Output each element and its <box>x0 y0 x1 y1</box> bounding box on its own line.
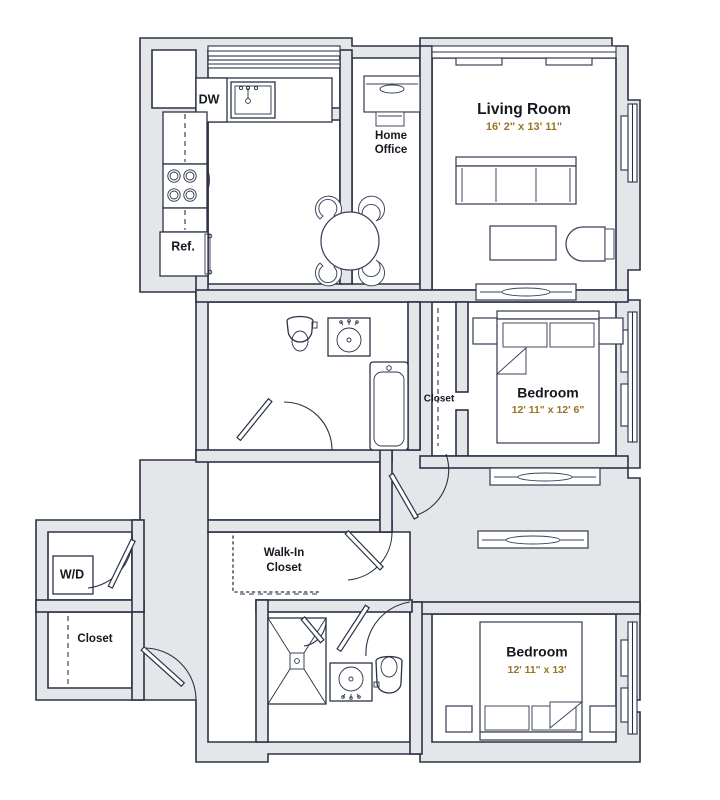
bedroom1-dresser <box>489 467 601 486</box>
bath1-tub <box>369 361 409 451</box>
living-room-dresser <box>475 283 577 301</box>
laundry-and-entry-closet: W/D Closet <box>52 531 136 684</box>
coffee-table <box>489 225 557 261</box>
window-right-bedroom1 <box>620 311 638 443</box>
living-room-dimensions: 16' 2" x 13' 11" <box>486 121 562 133</box>
window-top-living-room <box>431 45 617 66</box>
bath2-vanity <box>329 662 373 702</box>
walk-in-closet-label-line2: Closet <box>266 562 301 574</box>
bedroom1-headboard <box>496 310 600 320</box>
bedroom-1-dimensions: 12' 11" x 12' 6" <box>512 404 585 416</box>
home-office-label-line1: Home <box>375 130 407 142</box>
bedroom1-pillow-right <box>549 322 595 348</box>
walkin-top-wall <box>207 519 393 533</box>
living-room-label: Living Room <box>477 101 571 118</box>
bath2-left-wall <box>255 599 269 743</box>
closet-right-wall <box>131 611 145 701</box>
bath2-door[interactable] <box>300 616 327 647</box>
bedroom2-nightstand-left <box>445 705 473 733</box>
room-labels: Living Room 16' 2" x 13' 11" Bedroom 12'… <box>477 101 584 676</box>
dining-table <box>320 211 380 271</box>
bath2-shower <box>267 617 327 705</box>
washer-dryer[interactable] <box>52 555 94 595</box>
bedroom-2-furniture <box>445 530 617 741</box>
bath2-bedroom-partition <box>409 601 423 755</box>
dishwasher-label: DW <box>199 92 220 106</box>
bathroom-2 <box>267 601 411 705</box>
home-office-label-line2: Office <box>375 144 408 156</box>
sofa <box>455 156 577 205</box>
walk-in-closet: Walk-In Closet <box>232 529 393 595</box>
bedroom1-door[interactable] <box>388 453 450 520</box>
bath2-toilet <box>373 655 403 694</box>
bath1-vanity <box>327 317 371 357</box>
bedroom2-bed-corner <box>549 701 584 729</box>
bedroom2-dresser <box>477 530 589 549</box>
bath1-door[interactable] <box>236 397 333 451</box>
closet-bedroom-partition-2 <box>455 409 469 457</box>
hall-wall <box>379 449 393 533</box>
bedroom-2-label: Bedroom <box>506 644 567 660</box>
closet-bedroom-partition <box>455 301 469 393</box>
bedroom2-pillow-left <box>484 705 530 731</box>
dining-area <box>315 195 385 287</box>
desk-monitor <box>379 84 405 94</box>
kitchen: DW <box>159 77 333 277</box>
window-right-living-room <box>620 103 638 183</box>
entry-door[interactable] <box>140 645 197 701</box>
bedroom2-nightstand-right <box>589 705 617 733</box>
office-chair <box>375 111 405 127</box>
bath1-lower-wall <box>195 449 393 463</box>
window-top-kitchen <box>207 45 341 69</box>
bedroom-2-dimensions: 12' 11" x 13' <box>507 664 566 676</box>
walkin-shelf-lines <box>232 535 321 593</box>
bath1-closet-partition <box>407 301 421 451</box>
refrigerator-label: Ref. <box>171 239 195 253</box>
bedroom1-bed-corner <box>495 346 527 375</box>
washer-dryer-label: W/D <box>60 567 84 581</box>
walk-in-closet-label-line1: Walk-In <box>264 547 304 559</box>
wd-right-wall <box>131 519 145 613</box>
bedroom2-door[interactable] <box>336 601 411 657</box>
living-room-partition <box>419 45 433 291</box>
bedroom1-closet-label: Closet <box>424 394 455 405</box>
refrigerator[interactable] <box>159 231 213 277</box>
bedroom1-lower-wall <box>419 455 629 469</box>
bedroom2-headboard <box>479 731 583 741</box>
windows <box>207 45 638 735</box>
living-room-furniture <box>455 156 615 301</box>
entry-closet-label: Closet <box>77 633 112 645</box>
armchair <box>565 226 615 262</box>
kitchen-range[interactable] <box>162 163 210 209</box>
bathroom-1 <box>236 315 409 451</box>
wd-closet-divider <box>35 599 145 613</box>
window-right-bedroom2 <box>620 621 638 735</box>
bedroom-1-label: Bedroom <box>517 385 578 401</box>
bedroom-1-closet: Closet <box>424 308 455 446</box>
bedroom1-pillow-left <box>502 322 548 348</box>
bedroom1-nightstand-left <box>472 317 500 345</box>
bedroom2-upper-wall <box>409 601 641 615</box>
bedroom1-nightstand-right <box>596 317 624 345</box>
bedroom-1-furniture <box>388 310 624 520</box>
home-office: Home Office <box>363 75 421 156</box>
walk-in-closet-door[interactable] <box>344 529 393 581</box>
office-desk <box>363 75 421 113</box>
kitchen-counter-left-upper <box>162 111 208 165</box>
wd-closet-door[interactable] <box>87 531 136 589</box>
kitchen-sink <box>230 81 276 119</box>
bath1-toilet <box>286 315 318 352</box>
